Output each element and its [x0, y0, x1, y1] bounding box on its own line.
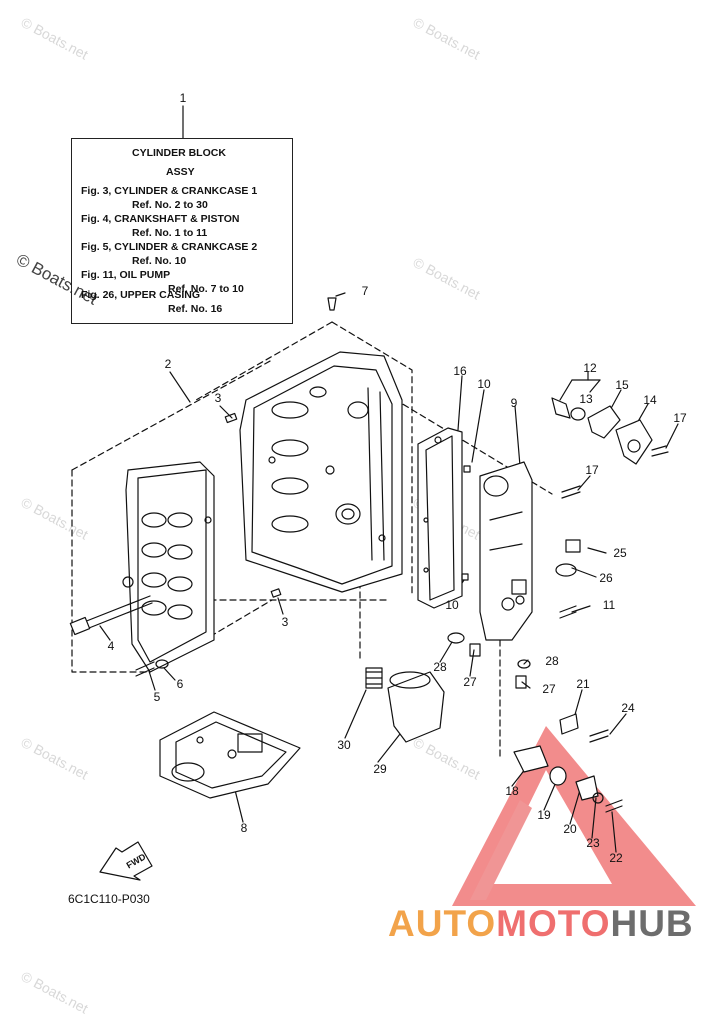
callout-10: 10: [445, 598, 459, 612]
callout-14: 14: [643, 393, 657, 407]
ref-line-fig11-ref: Ref. No. 7 to 10: [168, 283, 244, 295]
callout-5: 5: [153, 690, 161, 704]
callout-25: 25: [613, 546, 627, 560]
callout-29: 29: [373, 762, 387, 776]
callout-4: 4: [107, 639, 115, 653]
callout-30: 30: [337, 738, 351, 752]
callout-6: 6: [176, 677, 184, 691]
callout-24: 24: [621, 701, 635, 715]
brand-part-hub: HUB: [610, 903, 694, 944]
callout-8: 8: [240, 821, 248, 835]
callout-18: 18: [505, 784, 519, 798]
callout-3: 3: [281, 615, 289, 629]
callout-20: 20: [563, 822, 577, 836]
callout-3: 3: [214, 391, 222, 405]
callout-2: 2: [164, 357, 172, 371]
ref-line-fig3-ref: Ref. No. 2 to 30: [132, 199, 208, 211]
callout-11: 11: [602, 598, 616, 612]
brand-logo: AUTOMOTOHUB: [388, 903, 694, 945]
ref-line-fig4-ref: Ref. No. 1 to 11: [132, 227, 208, 239]
ref-line-fig26: Fig. 26, UPPER CASING: [81, 289, 201, 301]
callout-27: 27: [463, 675, 477, 689]
callout-22: 22: [609, 851, 623, 865]
reference-box: CYLINDER BLOCK ASSY Fig. 3, CYLINDER & C…: [71, 138, 293, 324]
callout-17: 17: [585, 463, 599, 477]
ref-line-fig11: Fig. 11, OIL PUMP: [81, 269, 171, 281]
callout-27: 27: [542, 682, 556, 696]
diagram-code: 6C1C110-P030: [68, 892, 150, 906]
callout-19: 19: [537, 808, 551, 822]
callout-21: 21: [576, 677, 590, 691]
callout-23: 23: [586, 836, 600, 850]
callout-26: 26: [599, 571, 613, 585]
callout-15: 15: [615, 378, 629, 392]
ref-line-fig4: Fig. 4, CRANKSHAFT & PISTON: [81, 213, 240, 225]
ref-line-fig5-ref: Ref. No. 10: [132, 255, 187, 267]
callout-7: 7: [361, 284, 369, 298]
brand-part-auto: AUTO: [388, 903, 497, 944]
callout-9: 9: [510, 396, 518, 410]
callout-16: 16: [453, 364, 467, 378]
callout-12: 12: [583, 361, 597, 375]
ref-line-fig5: Fig. 5, CYLINDER & CRANKCASE 2: [81, 241, 258, 253]
callout-13: 13: [579, 392, 593, 406]
callout-1: 1: [179, 91, 187, 105]
brand-part-moto: MOTO: [496, 903, 611, 944]
callout-10: 10: [477, 377, 491, 391]
ref-line-title: CYLINDER BLOCK: [132, 147, 226, 159]
callout-28: 28: [545, 654, 559, 668]
logo-mark: [452, 726, 696, 906]
ref-line-fig26-ref: Ref. No. 16: [168, 303, 223, 315]
callout-17: 17: [673, 411, 687, 425]
ref-line-fig3: Fig. 3, CYLINDER & CRANKCASE 1: [81, 185, 258, 197]
ref-line-assy: ASSY: [166, 166, 195, 178]
exploded-parts-diagram: © Boats.net © Boats.net © Boats.net © Bo…: [13, 14, 696, 1017]
parts-line-art: [69, 105, 696, 906]
callout-28: 28: [433, 660, 447, 674]
